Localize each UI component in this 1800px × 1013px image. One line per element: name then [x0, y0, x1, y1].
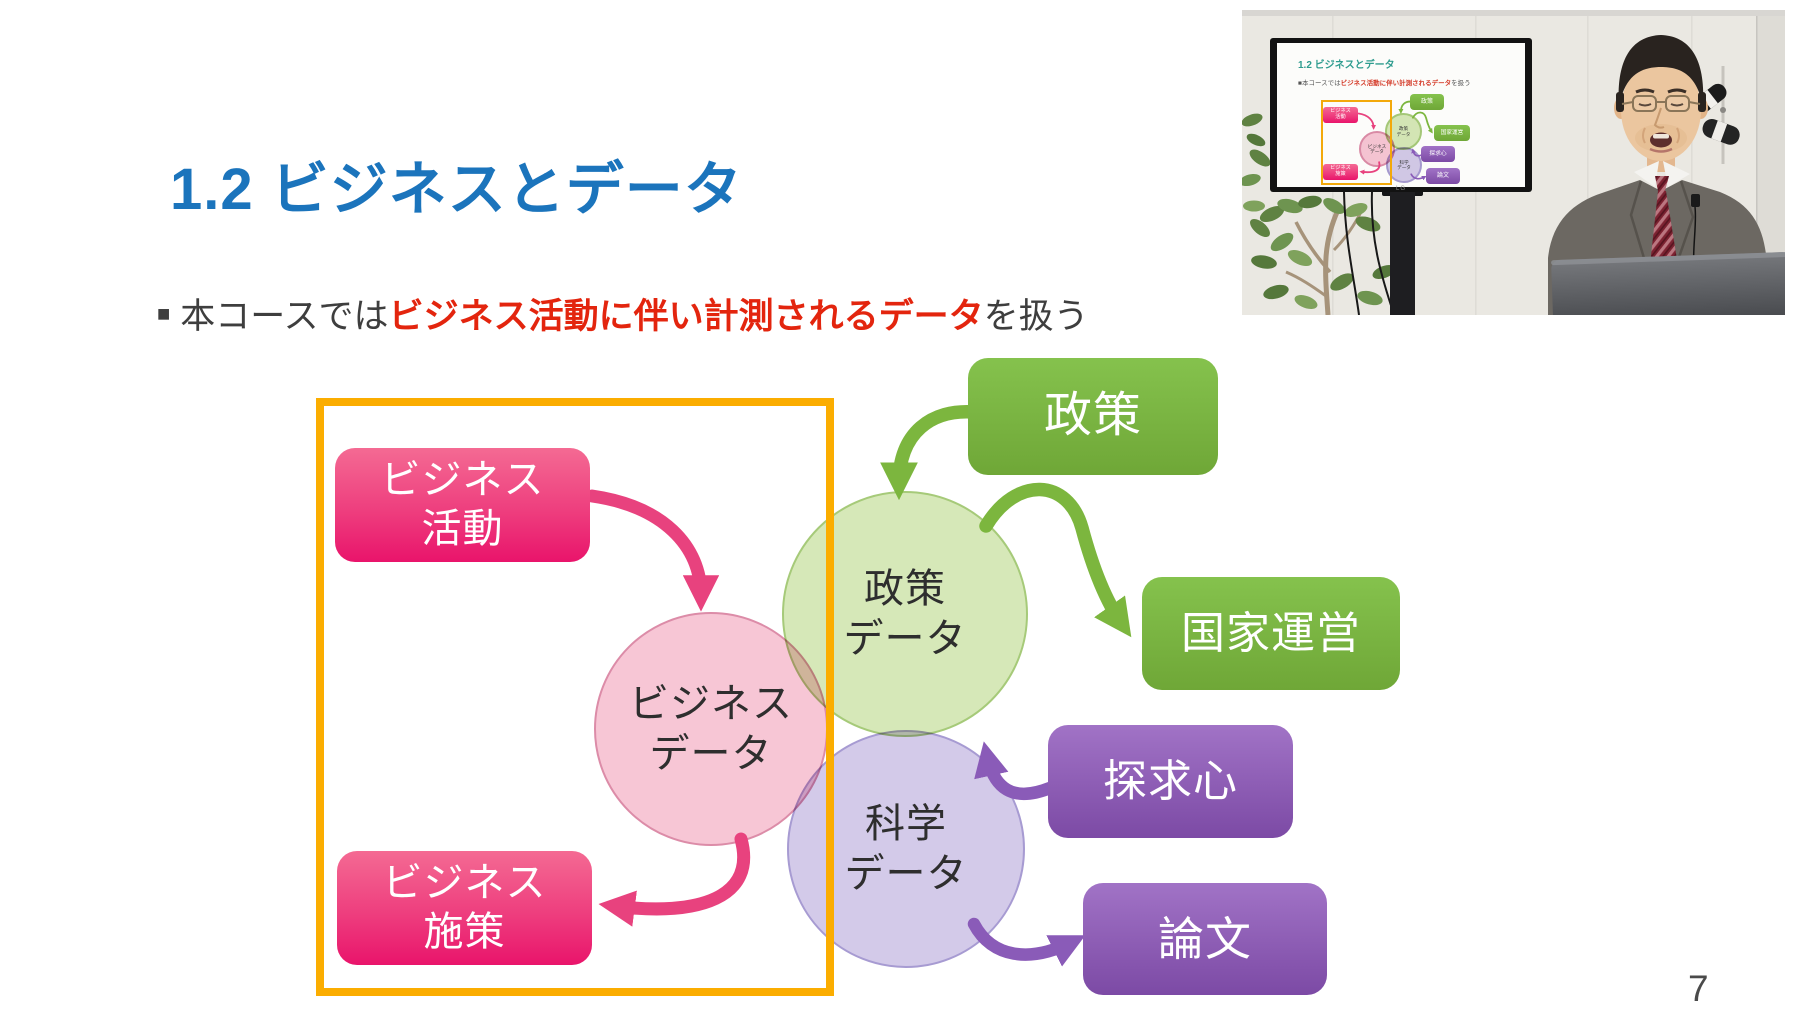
glasses-icon	[1621, 95, 1701, 112]
mini-business-scope-frame	[1321, 100, 1392, 185]
tie-knot	[1655, 176, 1669, 191]
presenter-video-inset: 1.2 ビジネスとデータ ■本コースではビジネス活動に伴い計測されるデータを扱う…	[1242, 10, 1785, 315]
hair	[1618, 35, 1704, 106]
mini-bullet-suffix: を扱う	[1451, 80, 1471, 87]
circle-business-data-line1: ビジネス	[629, 682, 793, 726]
mini-circle-business-data-line2: データ	[1370, 149, 1384, 154]
node-business-measures: ビジネス 施策	[337, 851, 592, 965]
node-business-measures-line2: 施策	[423, 910, 506, 954]
node-papers: 論文	[1083, 883, 1327, 995]
node-curiosity: 探求心	[1048, 725, 1293, 838]
mini-node-curiosity: 探求心	[1421, 146, 1455, 162]
mini-circle-policy-data-line1: 政策	[1398, 126, 1409, 132]
circle-policy-data-line1: 政策	[864, 567, 946, 611]
business-scope-frame	[316, 398, 834, 996]
arrow-policy-to-policydata	[880, 405, 981, 501]
tv-brand-logo: LG	[1395, 186, 1406, 192]
circle-business-data-line2: データ	[649, 732, 773, 776]
tv-stand-pole	[1390, 192, 1415, 315]
node-business-activity-line1: ビジネス	[380, 458, 545, 503]
mini-bullet-square-icon: ■	[1298, 80, 1302, 87]
mini-circle-science-data-line2: データ	[1397, 165, 1411, 170]
tv-monitor: 1.2 ビジネスとデータ ■本コースではビジネス活動に伴い計測されるデータを扱う…	[1270, 38, 1532, 192]
bullet-square-icon: ■	[157, 301, 171, 326]
mini-node-papers: 論文	[1426, 168, 1460, 184]
mini-node-business-activity: ビジネス 活動	[1323, 107, 1358, 123]
mini-node-business-measures-line2: 施策	[1335, 171, 1346, 177]
circle-science-data-line1: 科学	[865, 802, 947, 846]
eyebrow-right	[1667, 88, 1687, 94]
circle-science-data-line2: データ	[844, 852, 968, 896]
bullet-prefix: 本コースでは	[180, 297, 389, 336]
mini-bullet-line: ■本コースではビジネス活動に伴い計測されるデータを扱う	[1298, 77, 1471, 87]
mini-circle-policy-data-line2: データ	[1396, 131, 1411, 137]
plant	[1242, 113, 1396, 315]
laptop	[1551, 251, 1785, 315]
bullet-line: ■ 本コースではビジネス活動に伴い計測されるデータを扱う	[157, 288, 1089, 339]
eye-right	[1670, 103, 1684, 107]
mini-circle-science-data-line1: 科学	[1399, 159, 1409, 165]
mini-bullet-prefix: 本コースでは	[1301, 80, 1341, 87]
mini-node-national-admin: 国家運営	[1434, 125, 1470, 141]
bullet-highlight: ビジネス活動に伴い計測されるデータ	[388, 297, 984, 336]
node-business-measures-line1: ビジネス	[382, 861, 547, 906]
mini-circle-business-data-line1: ビジネス	[1367, 143, 1387, 149]
node-policy: 政策	[968, 358, 1218, 475]
mini-node-business-measures-line1: ビジネス	[1330, 165, 1351, 172]
mini-node-business-activity-line2: 活動	[1335, 114, 1346, 120]
page-number: 7	[1688, 968, 1709, 1009]
mini-node-policy: 政策	[1410, 94, 1444, 110]
shirt-collar-left	[1634, 161, 1659, 187]
node-business-activity-line2: 活動	[421, 507, 504, 551]
eye-left	[1638, 103, 1652, 107]
node-business-activity: ビジネス 活動	[335, 448, 590, 562]
mini-diagram-arrows	[1357, 100, 1433, 181]
tv-screen: 1.2 ビジネスとデータ ■本コースではビジネス活動に伴い計測されるデータを扱う…	[1277, 43, 1525, 187]
eyebrow-left	[1635, 88, 1655, 94]
mini-node-business-measures: ビジネス 施策	[1323, 164, 1358, 180]
mini-slide-title: 1.2 ビジネスとデータ	[1298, 60, 1395, 71]
bullet-suffix: を扱う	[983, 297, 1089, 336]
circle-policy-data-line2: データ	[843, 617, 967, 661]
shirt-collar-right	[1663, 161, 1690, 187]
page-title: 1.2 ビジネスとデータ	[170, 157, 743, 222]
nose	[1653, 107, 1665, 129]
lapel-mic-icon	[1691, 194, 1700, 207]
node-national-admin: 国家運営	[1142, 577, 1400, 690]
mini-bullet-highlight: ビジネス活動に伴い計測されるデータ	[1340, 80, 1452, 87]
mini-node-business-activity-line1: ビジネス	[1330, 108, 1351, 115]
mini-circle-science-data: 科学 データ	[1386, 147, 1422, 183]
